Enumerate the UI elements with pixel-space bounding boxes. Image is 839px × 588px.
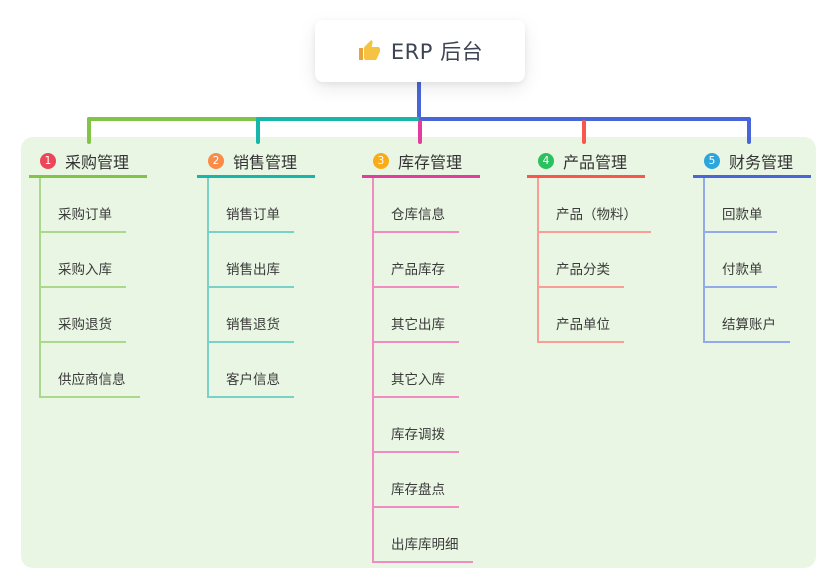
child-node[interactable]: 供应商信息: [41, 368, 140, 398]
root-connector-line: [417, 80, 421, 118]
connector-segment-right: [419, 117, 751, 121]
branch-drop-4: [582, 120, 586, 144]
branch-label: 销售管理: [233, 152, 298, 172]
branch-children-product: 产品（物料） 产品分类 产品单位: [537, 178, 651, 343]
branch-node-inventory[interactable]: 3 库存管理: [362, 146, 480, 178]
child-node[interactable]: 库存调拨: [374, 423, 459, 453]
branch-node-sales[interactable]: 2 销售管理: [197, 146, 315, 178]
branch-children-finance: 回款单 付款单 结算账户: [703, 178, 790, 343]
branch-node-product[interactable]: 4 产品管理: [527, 146, 645, 178]
branch-number-badge: 5: [704, 152, 720, 169]
thumbs-up-icon: [357, 39, 381, 63]
child-node[interactable]: 采购入库: [41, 258, 126, 288]
child-node[interactable]: 销售订单: [209, 203, 294, 233]
branch-node-purchase[interactable]: 1 采购管理: [29, 146, 147, 178]
child-node[interactable]: 销售退货: [209, 313, 294, 343]
branch-drop-1: [87, 117, 91, 144]
child-node[interactable]: 产品库存: [374, 258, 459, 288]
child-node[interactable]: 产品单位: [539, 313, 624, 343]
branch-number-badge: 3: [373, 152, 389, 169]
child-node[interactable]: 采购退货: [41, 313, 126, 343]
child-node[interactable]: 产品（物料）: [539, 203, 651, 233]
child-node[interactable]: 其它入库: [374, 368, 459, 398]
child-node[interactable]: 结算账户: [705, 313, 790, 343]
connector-segment-middle: [256, 117, 421, 121]
branch-label: 产品管理: [563, 152, 628, 172]
child-node[interactable]: 采购订单: [41, 203, 126, 233]
mindmap-panel: [21, 137, 816, 568]
branch-children-sales: 销售订单 销售出库 销售退货 客户信息: [207, 178, 294, 398]
child-node[interactable]: 回款单: [705, 203, 777, 233]
child-node[interactable]: 出库库明细: [374, 533, 473, 563]
branch-number-badge: 4: [538, 152, 554, 169]
branch-label: 库存管理: [398, 152, 463, 172]
branch-drop-5: [747, 117, 751, 144]
branch-label: 财务管理: [729, 152, 794, 172]
root-node-label: ERP 后台: [390, 40, 484, 64]
branch-number-badge: 2: [208, 152, 224, 169]
child-node[interactable]: 付款单: [705, 258, 777, 288]
branch-node-finance[interactable]: 5 财务管理: [693, 146, 811, 178]
branch-children-inventory: 仓库信息 产品库存 其它出库 其它入库 库存调拨 库存盘点 出库库明细: [372, 178, 473, 563]
child-node[interactable]: 其它出库: [374, 313, 459, 343]
child-node[interactable]: 产品分类: [539, 258, 624, 288]
branch-drop-2: [256, 117, 260, 144]
branch-children-purchase: 采购订单 采购入库 采购退货 供应商信息: [39, 178, 140, 398]
root-node[interactable]: ERP 后台: [315, 20, 525, 82]
child-node[interactable]: 销售出库: [209, 258, 294, 288]
child-node[interactable]: 库存盘点: [374, 478, 459, 508]
branch-drop-3: [418, 120, 422, 144]
child-node[interactable]: 仓库信息: [374, 203, 459, 233]
branch-label: 采购管理: [65, 152, 130, 172]
connector-segment-left: [87, 117, 259, 121]
branch-number-badge: 1: [40, 152, 56, 169]
child-node[interactable]: 客户信息: [209, 368, 294, 398]
